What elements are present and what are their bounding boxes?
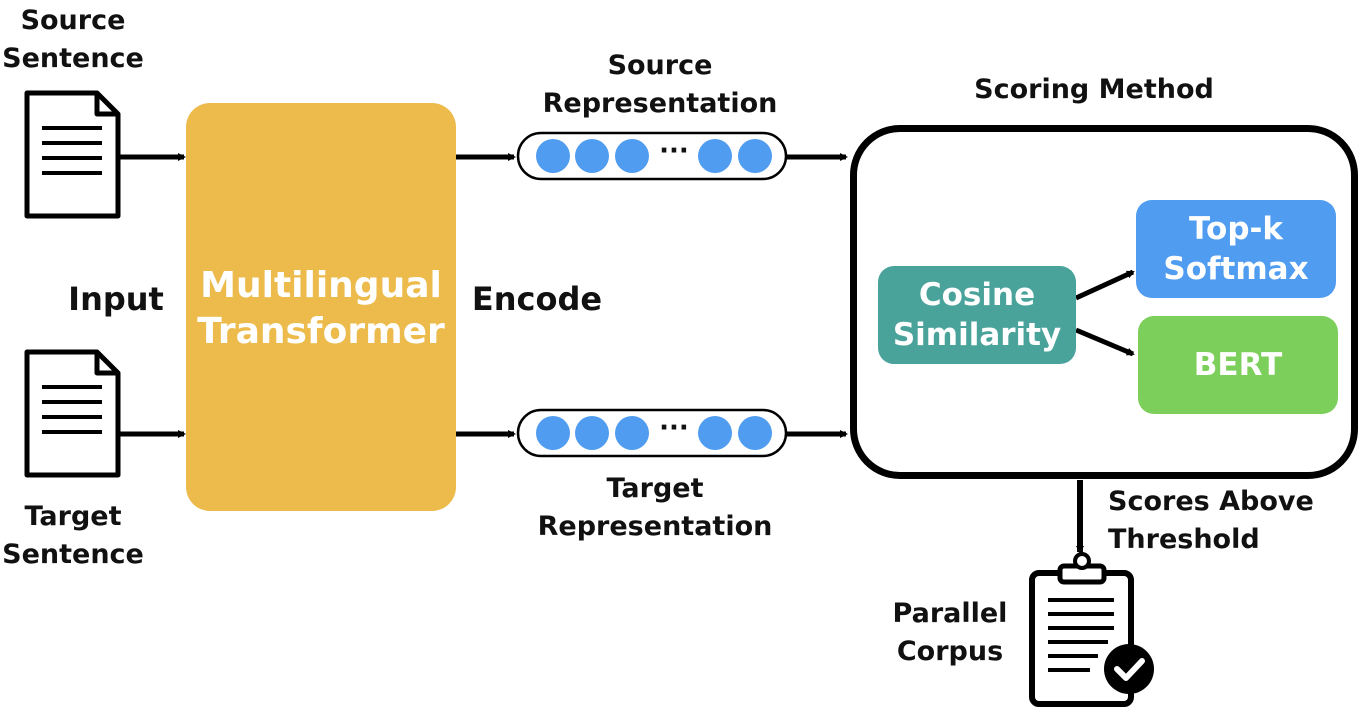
multilingual-transformer-label: Multilingual Transformer xyxy=(186,263,456,355)
source-ellipsis: ··· xyxy=(659,136,689,166)
threshold-line1: Scores Above xyxy=(1108,486,1314,517)
target-sentence-label: Target Sentence xyxy=(0,498,146,574)
bert-box: BERT xyxy=(1138,316,1338,414)
target-representation-line1: Target xyxy=(606,473,704,504)
target-representation-vector xyxy=(516,408,788,458)
source-representation-label: Source Representation xyxy=(520,47,800,123)
cosine-line2: Similarity xyxy=(892,317,1062,353)
cosine-to-topk-arrow xyxy=(1074,269,1135,301)
scoring-method-title: Scoring Method xyxy=(974,74,1214,105)
multilingual-transformer-block xyxy=(186,103,456,511)
source-representation-vector xyxy=(516,131,788,181)
document-icon xyxy=(24,349,121,478)
source-sentence-label: Source Sentence xyxy=(0,2,146,78)
corpus-line2: Corpus xyxy=(896,636,1004,667)
source-sentence-line2: Sentence xyxy=(2,43,144,74)
parallel-corpus-label: Parallel Corpus xyxy=(890,595,1010,671)
source-representation-line2: Representation xyxy=(542,88,778,119)
scoring-method-frame xyxy=(850,125,1358,479)
transformer-line2: Transformer xyxy=(197,311,445,352)
document-icon xyxy=(24,90,121,219)
topk-line2: Softmax xyxy=(1163,251,1309,287)
target-representation-label: Target Representation xyxy=(515,470,795,546)
topk-softmax-box: Top-k Softmax xyxy=(1136,200,1336,298)
threshold-line2: Threshold xyxy=(1108,524,1260,555)
cosine-similarity-box: Cosine Similarity xyxy=(878,266,1076,364)
source-representation-line1: Source xyxy=(607,50,713,81)
corpus-line1: Parallel xyxy=(892,598,1008,629)
encode-label: Encode xyxy=(471,280,603,318)
source-sentence-line1: Source xyxy=(20,5,126,36)
scores-above-threshold-label: Scores Above Threshold xyxy=(1108,483,1314,559)
clipboard-check-icon xyxy=(1029,552,1154,707)
bert-label: BERT xyxy=(1193,347,1283,383)
target-sentence-line1: Target xyxy=(24,501,122,532)
input-label: Input xyxy=(68,280,164,318)
topk-line1: Top-k xyxy=(1189,211,1283,247)
cosine-line1: Cosine xyxy=(918,277,1036,313)
cosine-to-bert-arrow xyxy=(1075,327,1135,357)
target-sentence-line2: Sentence xyxy=(2,539,144,570)
transformer-line1: Multilingual xyxy=(200,265,442,306)
target-ellipsis: ··· xyxy=(659,413,689,443)
target-representation-line2: Representation xyxy=(537,511,773,542)
